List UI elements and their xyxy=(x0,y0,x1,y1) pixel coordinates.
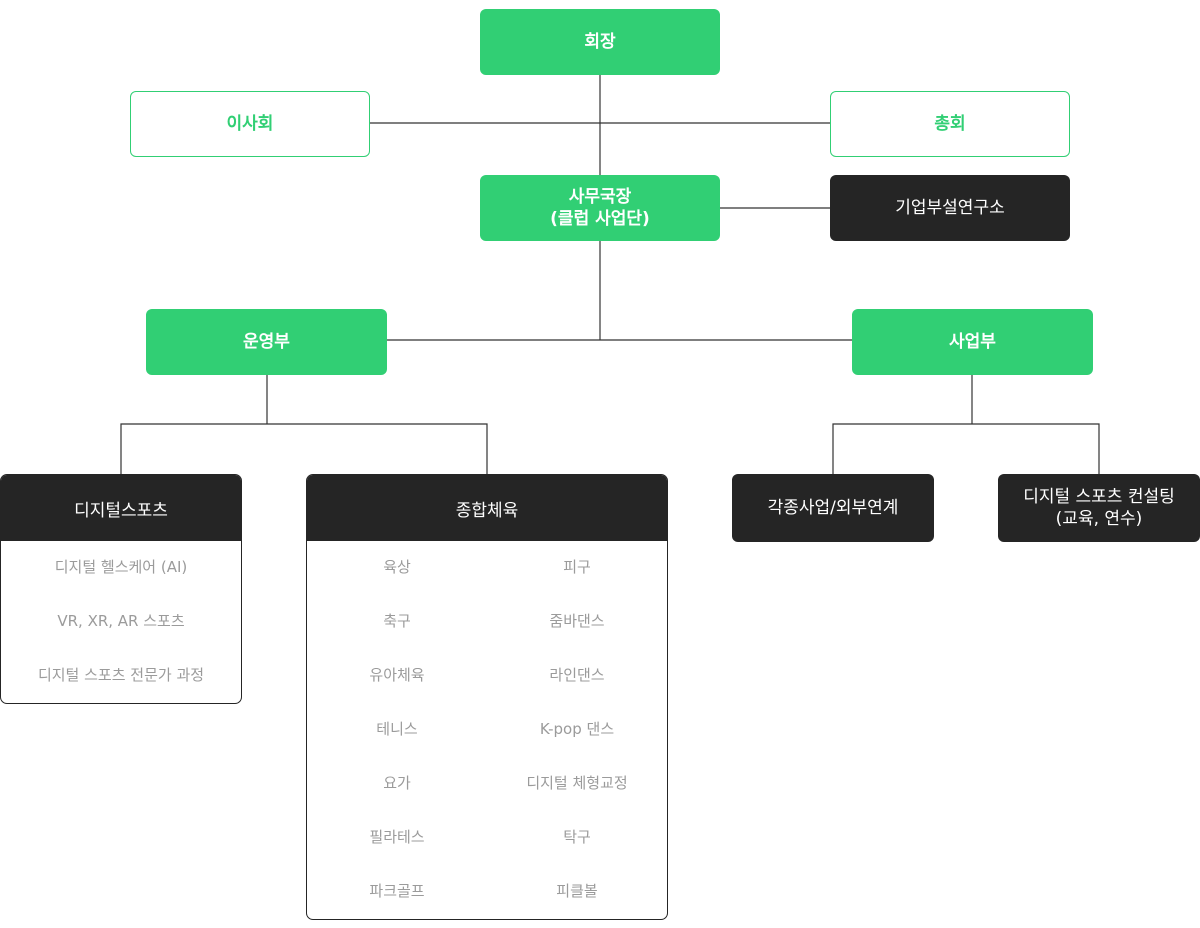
list-item: 테니스 xyxy=(376,720,418,738)
secretary-general-node: 사무국장 (클럽 사업단) xyxy=(480,175,720,241)
list-item: 파크골프 xyxy=(369,882,425,900)
list-item: 탁구 xyxy=(563,828,591,846)
board-label: 이사회 xyxy=(226,114,274,134)
digital-consulting-sublabel: (교육, 연수) xyxy=(1055,509,1143,529)
general-sports-header: 종합체육 xyxy=(307,475,667,541)
chairman-node: 회장 xyxy=(480,9,720,75)
research-lab-node: 기업부설연구소 xyxy=(830,175,1070,241)
connector-business-children xyxy=(832,423,1100,475)
list-item: 디지털 스포츠 전문가 과정 xyxy=(37,666,205,684)
general-assembly-label: 총회 xyxy=(934,114,966,134)
list-item: 피클볼 xyxy=(556,882,598,900)
operations-label: 운영부 xyxy=(243,332,290,352)
list-item: 디지털 체형교정 xyxy=(526,774,628,792)
business-node: 사업부 xyxy=(852,309,1093,375)
digital-sports-title: 디지털스포츠 xyxy=(74,500,168,521)
list-item: 디지털 헬스케어 (AI) xyxy=(54,558,188,576)
various-projects-node: 각종사업/외부연계 xyxy=(732,474,934,542)
digital-consulting-label: 디지털 스포츠 컨설팅 xyxy=(1023,487,1175,507)
connector-operations-children xyxy=(120,423,488,475)
operations-node: 운영부 xyxy=(146,309,387,375)
digital-sports-panel: 디지털스포츠 디지털 헬스케어 (AI) VR, XR, AR 스포츠 디지털 … xyxy=(0,474,242,704)
list-item: 유아체육 xyxy=(369,666,425,684)
list-item: K-pop 댄스 xyxy=(539,720,615,738)
board-node: 이사회 xyxy=(130,91,370,157)
chairman-label: 회장 xyxy=(584,32,616,52)
general-sports-panel: 종합체육 육상 피구 축구 줌바댄스 유아체육 라인댄스 테니스 K-pop 댄… xyxy=(306,474,668,920)
list-item: 피구 xyxy=(563,558,591,576)
digital-consulting-node: 디지털 스포츠 컨설팅 (교육, 연수) xyxy=(998,474,1200,542)
general-assembly-node: 총회 xyxy=(830,91,1070,157)
list-item: 육상 xyxy=(383,558,411,576)
list-item: 줌바댄스 xyxy=(549,612,605,630)
list-item: 라인댄스 xyxy=(549,666,605,684)
research-lab-label: 기업부설연구소 xyxy=(895,198,1005,218)
business-label: 사업부 xyxy=(949,332,996,352)
list-item: 요가 xyxy=(383,774,411,792)
digital-sports-header: 디지털스포츠 xyxy=(1,475,241,541)
various-projects-label: 각종사업/외부연계 xyxy=(767,498,899,518)
general-sports-title: 종합체육 xyxy=(455,500,519,521)
secretary-general-sublabel: (클럽 사업단) xyxy=(550,209,650,229)
list-item: VR, XR, AR 스포츠 xyxy=(57,612,185,630)
list-item: 축구 xyxy=(383,612,411,630)
secretary-general-label: 사무국장 xyxy=(568,187,632,207)
list-item: 필라테스 xyxy=(369,828,425,846)
